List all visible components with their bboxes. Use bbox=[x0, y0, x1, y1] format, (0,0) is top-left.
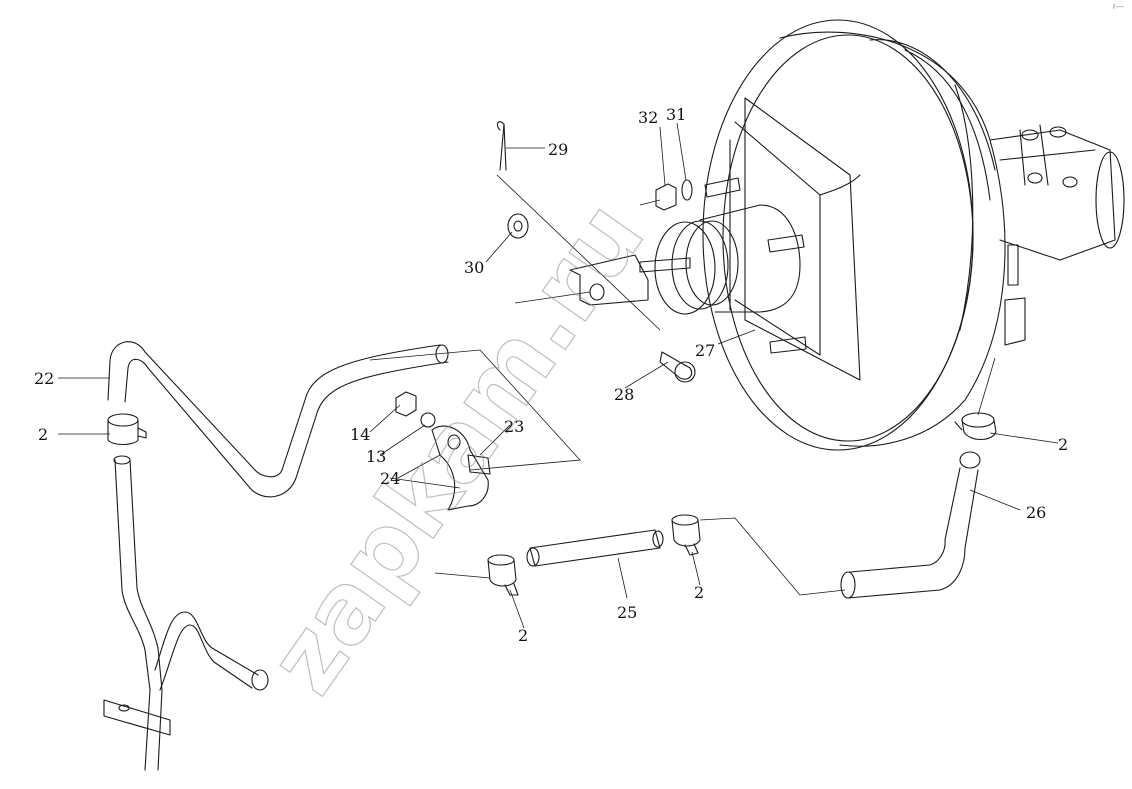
callout-29: 29 bbox=[548, 140, 568, 159]
callout-23: 23 bbox=[504, 417, 524, 436]
leader-lines bbox=[58, 122, 1059, 629]
callout-22: 22 bbox=[34, 369, 54, 388]
clamp-left bbox=[107, 413, 147, 446]
hose-22 bbox=[107, 341, 449, 498]
clevis-assembly bbox=[496, 121, 696, 383]
vacuum-pipe-25 bbox=[434, 514, 846, 596]
callout-26: 26 bbox=[1026, 503, 1046, 522]
callout-25: 25 bbox=[617, 603, 637, 622]
callout-2-bottom: 2 bbox=[518, 626, 528, 645]
callout-31: 31 bbox=[666, 105, 686, 124]
callout-14: 14 bbox=[350, 425, 370, 444]
callout-13: 13 bbox=[366, 447, 386, 466]
callout-30: 30 bbox=[464, 258, 484, 277]
corner-mark: r— bbox=[1112, 2, 1124, 11]
callout-27: 27 bbox=[695, 341, 715, 360]
callout-labels: 29 32 31 30 27 28 22 2 14 13 23 24 2 26 … bbox=[34, 105, 1068, 645]
watermark: zapkam.ru bbox=[247, 182, 666, 713]
callout-2-middle: 2 bbox=[694, 583, 704, 602]
vacuum-pipe-left bbox=[103, 455, 269, 771]
hose-26 bbox=[840, 357, 997, 599]
callout-24: 24 bbox=[380, 469, 400, 488]
vacuum-booster bbox=[639, 19, 1125, 451]
callout-2-right: 2 bbox=[1058, 435, 1068, 454]
callout-2-left: 2 bbox=[38, 425, 48, 444]
bracket-assembly bbox=[369, 349, 581, 511]
callout-32: 32 bbox=[638, 108, 658, 127]
callout-28: 28 bbox=[614, 385, 634, 404]
